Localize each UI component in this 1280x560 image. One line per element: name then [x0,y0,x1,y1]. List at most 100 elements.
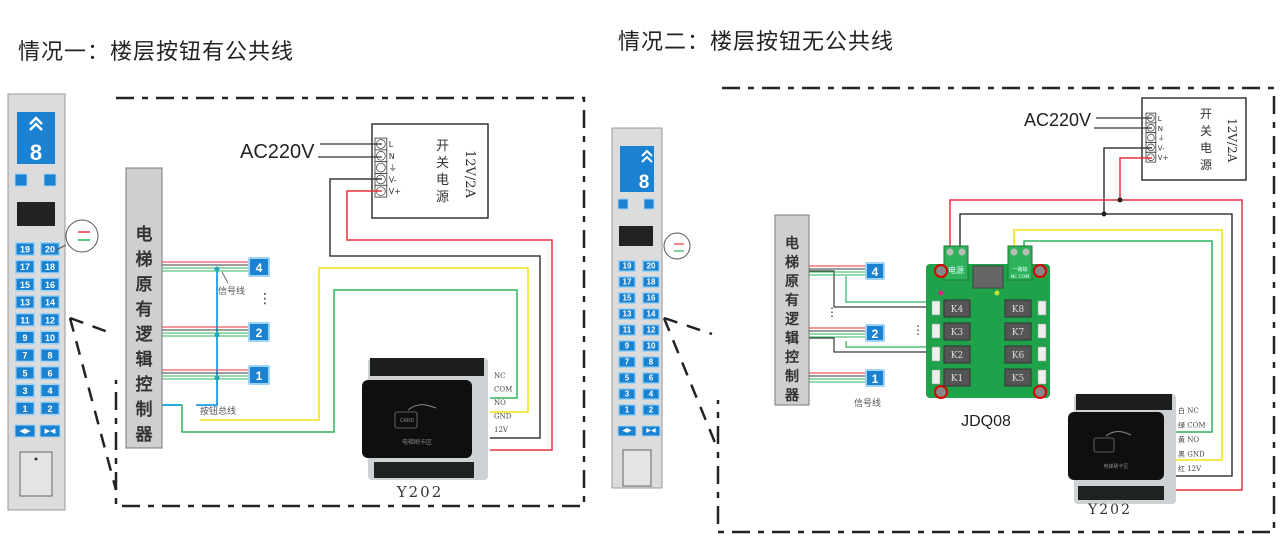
floor-button-label: 16 [647,294,656,303]
ellipsis-case2-a: ⋮ [826,305,838,319]
floor-button-face [16,349,34,361]
relay-label: K1 [951,374,963,384]
floor-button-label: 19 [20,245,30,255]
bell-icon[interactable] [617,198,629,210]
door-close-icon-glyph: ▶◀ [45,427,56,435]
floor-button-face [643,373,659,383]
floor-button-face [41,367,59,379]
relay-K6 [1004,345,1032,364]
floor-button-label: 4 [649,390,654,399]
floor-button-label: 11 [20,315,30,325]
floor-button-label: 2 [872,327,879,341]
floor-button-face [643,341,659,351]
signal-line-label-case1: 信号线 [218,285,245,297]
relay-connector [931,323,941,339]
floor-button-label: 3 [625,390,630,399]
floor-button-label: 18 [45,262,55,272]
floor-button-label: 14 [647,310,656,319]
controller-label-case1: 电梯原有逻辑控制器 [135,224,154,445]
case2-zoom-line [662,316,720,451]
controller-case1 [125,167,163,449]
com-wire-case1 [162,289,518,433]
reader-face-text-case1: 电梯刷卡区 [402,438,432,446]
door-close-icon[interactable] [641,425,661,437]
relay-connector [1037,346,1047,362]
floor-button-face [619,373,635,383]
reader-terminal-label: NO [494,399,506,407]
power-supply-rating-case1: 12V/2A [462,150,477,199]
magnifier-callout [65,219,99,253]
phone-icon[interactable] [643,198,655,210]
floor-button-label: 20 [45,245,55,255]
floor-button-label: 4 [256,261,263,275]
terminal-label: V- [1158,144,1165,152]
floor-button-face [16,278,34,290]
signal-line-label-case2: 信号线 [854,397,881,409]
ellipsis-case2-b: ⋮ [912,323,924,337]
relay-connector [1037,369,1047,385]
floor-button-label: 3 [22,386,27,396]
relay-connector [931,346,941,362]
relay-K3 [943,322,971,341]
floor-button-label: 8 [649,358,654,367]
floor-button-label: 15 [20,280,30,290]
12v-wire-case1 [346,190,553,451]
relay-label: K7 [1012,328,1025,338]
floor-button-label: 6 [47,368,52,378]
card-reader-slot [17,202,55,226]
phone-icon[interactable] [43,173,57,187]
button-bus-case1 [196,269,218,406]
floor-button-label: 9 [625,342,630,351]
door-open-icon-glyph: ◀▶ [20,427,31,435]
controller-label-case2: 电梯原有逻辑控制器 [784,235,800,404]
floor-button-label: 14 [45,298,55,308]
floor-button-face [619,293,635,303]
reader-face-text-case2: 电梯刷卡区 [1103,463,1128,470]
reader-terminal-label: NC [494,372,505,380]
floor-button-face [643,325,659,335]
door-open-icon[interactable] [14,424,36,438]
floor-button-label: 7 [22,351,27,361]
floor-button-face [16,367,34,379]
floor-button-face [16,261,34,273]
terminal-screw [1145,151,1157,163]
reader-terminal-label: 绿 COM [1178,421,1206,430]
relay-label: K2 [951,351,963,361]
floor-button-label: 12 [45,315,55,325]
ac220v-label-case1: AC220V [240,141,315,163]
floor-button-label: 1 [625,406,630,415]
bell-icon[interactable] [14,173,28,187]
door-open-icon[interactable] [617,425,637,437]
power-supply-rating-case2: 12V/2A [1225,118,1239,163]
relay-K8 [1004,299,1032,318]
floor-button-label: 4 [47,386,52,396]
floor-button-face [619,261,635,271]
floor-button-face [643,357,659,367]
floor-button-label: 11 [623,326,632,335]
floor-button-face [643,261,659,271]
relay-K7 [1004,322,1032,341]
floor-button-face [16,243,34,255]
ac220v-label-case2: AC220V [1024,110,1091,130]
case2-dashed-boundary [716,86,1276,534]
floor-button-face [643,405,659,415]
floor-button-label: 17 [623,278,632,287]
terminal-label: V+ [1158,154,1169,162]
floor-button-face [16,332,34,343]
door-close-icon[interactable] [39,424,61,438]
floor-button-label: 10 [45,333,55,343]
floor-button-label: 13 [20,298,30,308]
floor-display-number-case2: 8 [639,172,650,193]
floor-button-label: 17 [20,262,30,272]
relay-label: K4 [951,305,964,315]
floor-button-face [41,385,59,397]
power-supply-case2 [1141,97,1247,181]
floor-button-label: 13 [623,310,632,319]
reader-model-case2: Y202 [1087,502,1132,518]
floor-button-label: 8 [47,351,52,361]
card-reader-case2: 电梯刷卡区 [1068,394,1176,504]
no-wire-case1 [200,267,529,421]
